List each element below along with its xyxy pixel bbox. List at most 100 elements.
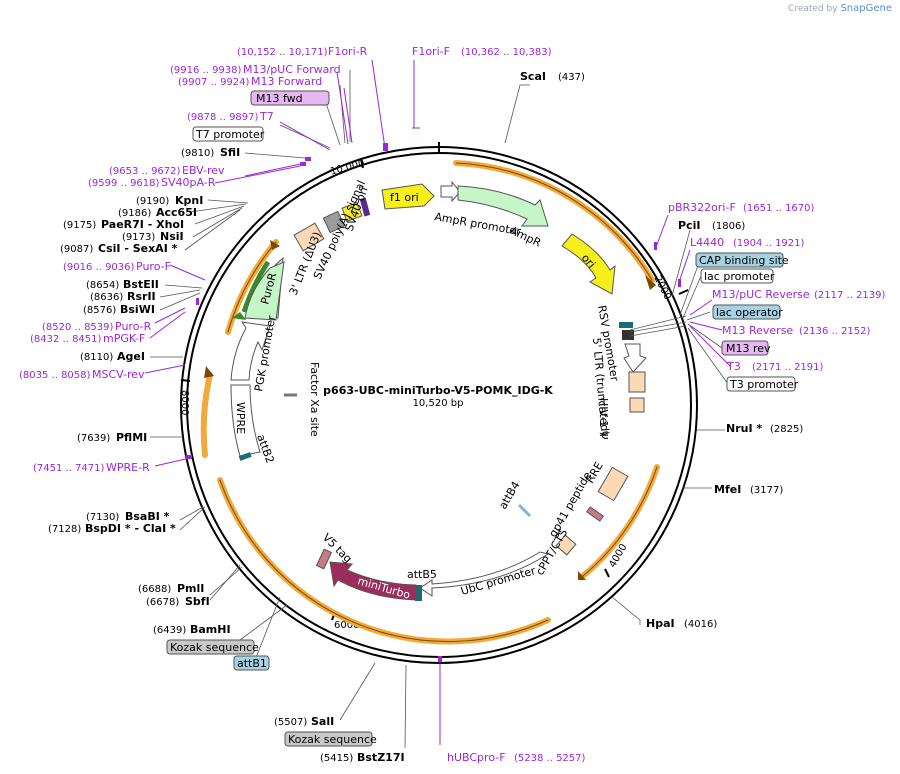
primer-m13puc-reverse: M13/pUC Reverse <box>712 288 810 301</box>
svg-text:(6678): (6678) <box>146 597 179 608</box>
wpre-feature <box>230 384 261 457</box>
site-bspdi-clai: BspDI * - ClaI * <box>85 522 176 535</box>
miniturbo-label: miniTurbo <box>356 574 412 601</box>
primer-f1ori-r: F1ori-R <box>328 45 368 58</box>
svg-text:M13 rev: M13 rev <box>726 342 771 355</box>
m13-fwd-box <box>250 90 330 106</box>
primer-f1ori-f: F1ori-F <box>412 45 450 58</box>
primer-puro-r: Puro-R <box>115 320 152 333</box>
svg-text:(9907 .. 9924): (9907 .. 9924) <box>178 77 250 88</box>
tick-label-10000: 10,000 <box>329 158 366 178</box>
svg-text:(9016 .. 9036): (9016 .. 9036) <box>63 262 135 273</box>
svg-text:(8035 .. 8058): (8035 .. 8058) <box>19 370 91 381</box>
svg-text:(7130): (7130) <box>86 512 119 523</box>
tick-8000 <box>180 379 191 382</box>
tick-4000 <box>604 568 610 578</box>
site-hpai: HpaI <box>646 617 675 630</box>
svg-text:(1806): (1806) <box>712 221 745 232</box>
site-sbfi: SbfI <box>185 595 210 608</box>
svg-text:(7451 .. 7471): (7451 .. 7471) <box>33 463 105 474</box>
site-acc65i: Acc65I <box>156 206 197 219</box>
orf-green <box>241 260 271 313</box>
svg-text:T7 promoter: T7 promoter <box>195 128 265 141</box>
tick-label-8000: 8000 <box>179 390 190 415</box>
svg-text:(9916 .. 9938): (9916 .. 9938) <box>170 65 242 76</box>
cap-binding-site-box <box>695 252 784 268</box>
site-nrui: NruI * <box>726 422 762 435</box>
lac-promoter-box <box>700 268 774 284</box>
svg-text:(9653 .. 9672): (9653 .. 9672) <box>109 166 181 177</box>
tick-10000 <box>360 158 364 169</box>
primer-mscv-rev: MSCV-rev <box>92 368 145 381</box>
svg-text:(8636): (8636) <box>90 292 123 303</box>
svg-text:(8520 .. 8539): (8520 .. 8539) <box>42 322 114 333</box>
attb5-feature <box>415 585 422 601</box>
wpre-label: WPRE <box>234 402 247 434</box>
svg-text:(9186): (9186) <box>118 208 151 219</box>
orf-3-start <box>578 571 586 580</box>
ltr5-feature <box>628 371 646 393</box>
svg-text:T3 promoter: T3 promoter <box>729 378 799 391</box>
svg-text:(8576): (8576) <box>83 305 116 316</box>
site-paer7i-xhoi: PaeR7I - XhoI <box>101 218 184 231</box>
site-scai: ScaI <box>520 70 546 83</box>
ampr-promoter-feature <box>440 180 461 203</box>
primer-m13puc-forward: M13/pUC Forward <box>243 63 341 76</box>
primer-wpre-r: WPRE-R <box>106 461 150 474</box>
snapgene-credit: Created by SnapGene <box>788 3 892 14</box>
svg-text:(10,362 .. 10,383): (10,362 .. 10,383) <box>461 47 552 58</box>
sv40-small-feature <box>359 197 371 217</box>
rsv-small-2 <box>622 330 634 340</box>
svg-text:M13 fwd: M13 fwd <box>256 92 303 105</box>
svg-text:(9087): (9087) <box>60 244 93 255</box>
svg-text:(1651 .. 1670): (1651 .. 1670) <box>743 203 815 214</box>
svg-text:(8110): (8110) <box>80 352 113 363</box>
pgk-promoter-feature <box>230 321 271 381</box>
site-sali: SalI <box>311 715 334 728</box>
svg-text:(6688): (6688) <box>138 584 171 595</box>
svg-text:(9810): (9810) <box>181 148 214 159</box>
primer-mpgk-f: mPGK-F <box>103 332 145 345</box>
miniturbo-feature <box>329 561 417 601</box>
sv40-polya-feature <box>322 210 346 234</box>
orf-5-head <box>270 240 280 250</box>
gp41-feature <box>586 506 604 522</box>
primer-ebv-rev: EBV-rev <box>182 164 225 177</box>
lac-operator-box <box>712 304 781 320</box>
primer-m13-reverse: M13 Reverse <box>722 324 793 337</box>
orf-4 <box>200 372 213 458</box>
ori-feature <box>561 233 616 295</box>
t7-promoter-box <box>192 126 264 142</box>
tick-label-6000: 6000 <box>334 620 359 631</box>
ltr3-feature <box>293 222 325 252</box>
v5-tag-feature <box>315 548 333 570</box>
svg-text:(9599 .. 9618): (9599 .. 9618) <box>88 178 160 189</box>
tick-2000 <box>678 289 689 295</box>
primer-sv40pa-r: SV40pA-R <box>161 176 216 189</box>
site-bsiwi: BsiWI <box>120 303 155 316</box>
svg-text:(6439): (6439) <box>153 625 186 636</box>
site-bamhi: BamHI <box>190 623 231 636</box>
primer-puro-f: Puro-F <box>136 260 171 273</box>
svg-text:lac operator: lac operator <box>716 306 783 319</box>
svg-text:attB1: attB1 <box>237 657 267 670</box>
rsv-promoter-feature <box>623 343 647 373</box>
svg-text:(2825): (2825) <box>770 424 803 435</box>
attb2-feature <box>238 452 252 461</box>
svg-text:(2171 .. 2191): (2171 .. 2191) <box>752 362 824 373</box>
hiv-psi-label: HIV-1 Ψ <box>597 398 610 440</box>
svg-text:(9878 .. 9897): (9878 .. 9897) <box>187 112 259 123</box>
orf-1-head <box>645 275 656 290</box>
attb4-feature <box>517 503 532 518</box>
svg-text:(9173): (9173) <box>122 232 155 243</box>
svg-text:(10,152 .. 10,171): (10,152 .. 10,171) <box>237 47 328 58</box>
site-mfei: MfeI <box>714 483 741 496</box>
svg-text:(437): (437) <box>558 72 585 83</box>
cppt-feature <box>555 534 577 556</box>
site-nsii: NsiI <box>160 230 184 243</box>
svg-text:Kozak sequence: Kozak sequence <box>170 641 259 654</box>
primer-pbr322ori-f: pBR322ori-F <box>668 201 736 214</box>
orf-4-head <box>204 366 214 378</box>
site-csii-sexai: CsiI - SexAI * <box>98 242 178 255</box>
site-agei: AgeI <box>117 350 145 363</box>
